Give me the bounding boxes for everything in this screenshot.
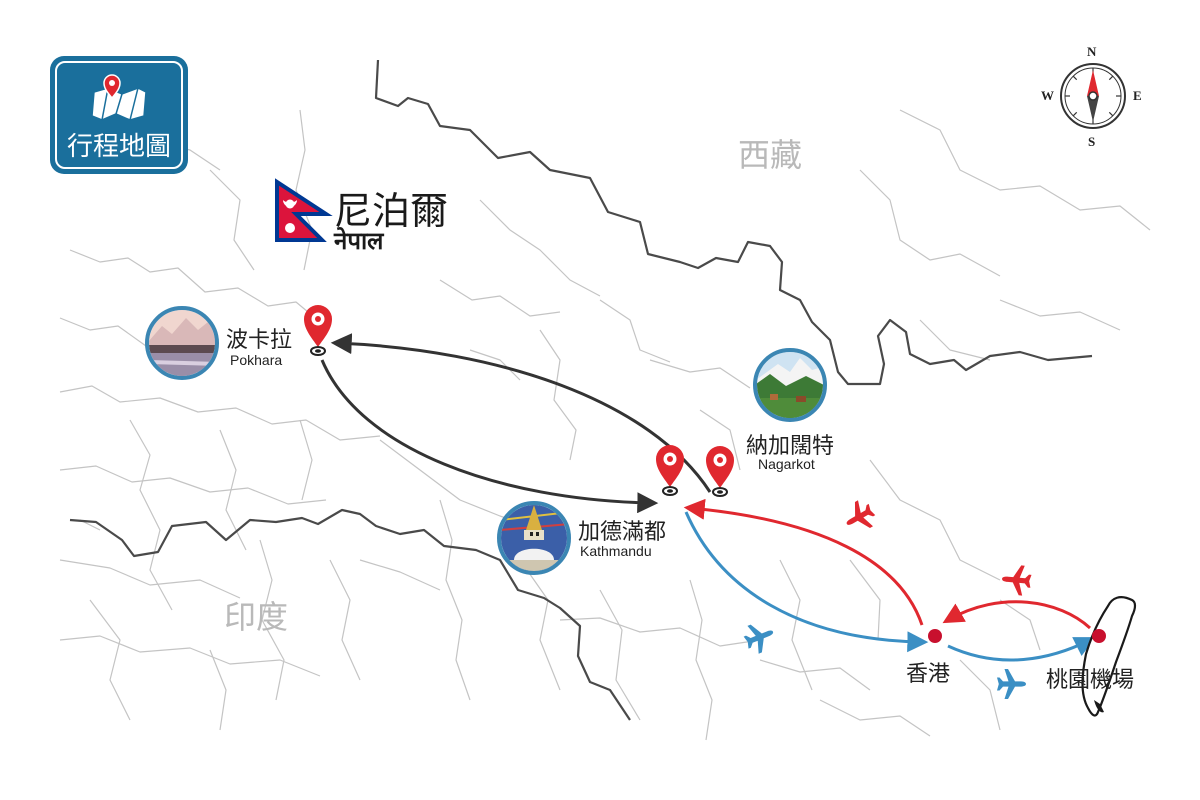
route-hongkong-to-taoyuan <box>947 637 1096 662</box>
kathmandu-label-en: Kathmandu <box>580 543 652 559</box>
pokhara-photo <box>149 310 215 376</box>
route-kathmandu-to-hongkong <box>684 511 929 653</box>
region-tibet: 西藏 <box>738 136 803 174</box>
plane-red-1-icon <box>839 496 880 537</box>
compass-west: W <box>1041 88 1054 103</box>
plane-blue-1-icon <box>740 617 779 657</box>
pokhara-label-zh: 波卡拉 <box>226 328 293 353</box>
route-pokhara-to-kathmandu <box>320 359 659 514</box>
itinerary-map-badge: 行程地圖 <box>50 56 188 174</box>
hongkong-dot <box>928 629 942 643</box>
country-name-ne: नेपाल <box>334 227 384 255</box>
map-pin-icon <box>91 74 147 121</box>
kathmandu-pin-icon <box>655 444 685 496</box>
kathmandu-label-zh: 加德滿都 <box>578 520 667 545</box>
route-kathmandu-to-pokhara <box>330 333 712 493</box>
nagarkot-photo <box>757 352 823 418</box>
route-hongkong-to-kathmandu <box>683 498 924 626</box>
compass-south: S <box>1088 134 1096 149</box>
plane-red-2-icon <box>1000 563 1033 597</box>
plane-blue-2-icon <box>997 669 1026 699</box>
region-india: 印度 <box>224 598 289 636</box>
nagarkot-pin-icon <box>705 445 735 497</box>
kathmandu-photo <box>501 505 567 571</box>
route-taoyuan-to-hongkong <box>942 600 1092 630</box>
hongkong-label: 香港 <box>906 662 951 687</box>
badge-label: 行程地圖 <box>66 132 171 162</box>
nagarkot-label-en: Nagarkot <box>758 456 815 472</box>
pokhara-pin-icon <box>303 304 333 356</box>
nepal-border <box>69 59 1093 721</box>
compass-east: E <box>1133 88 1142 103</box>
compass-icon <box>1060 63 1126 129</box>
compass-north: N <box>1087 44 1097 59</box>
country-name-zh: 尼泊爾 <box>334 189 449 233</box>
taoyuan-label: 桃園機場 <box>1046 668 1135 693</box>
taoyuan-dot <box>1092 629 1106 643</box>
nepal-flag-icon <box>275 178 333 242</box>
taiwan-shape <box>1081 596 1137 717</box>
nagarkot-label-zh: 納加闊特 <box>746 434 835 459</box>
badge-frame <box>55 61 183 169</box>
pokhara-label-en: Pokhara <box>230 352 283 368</box>
